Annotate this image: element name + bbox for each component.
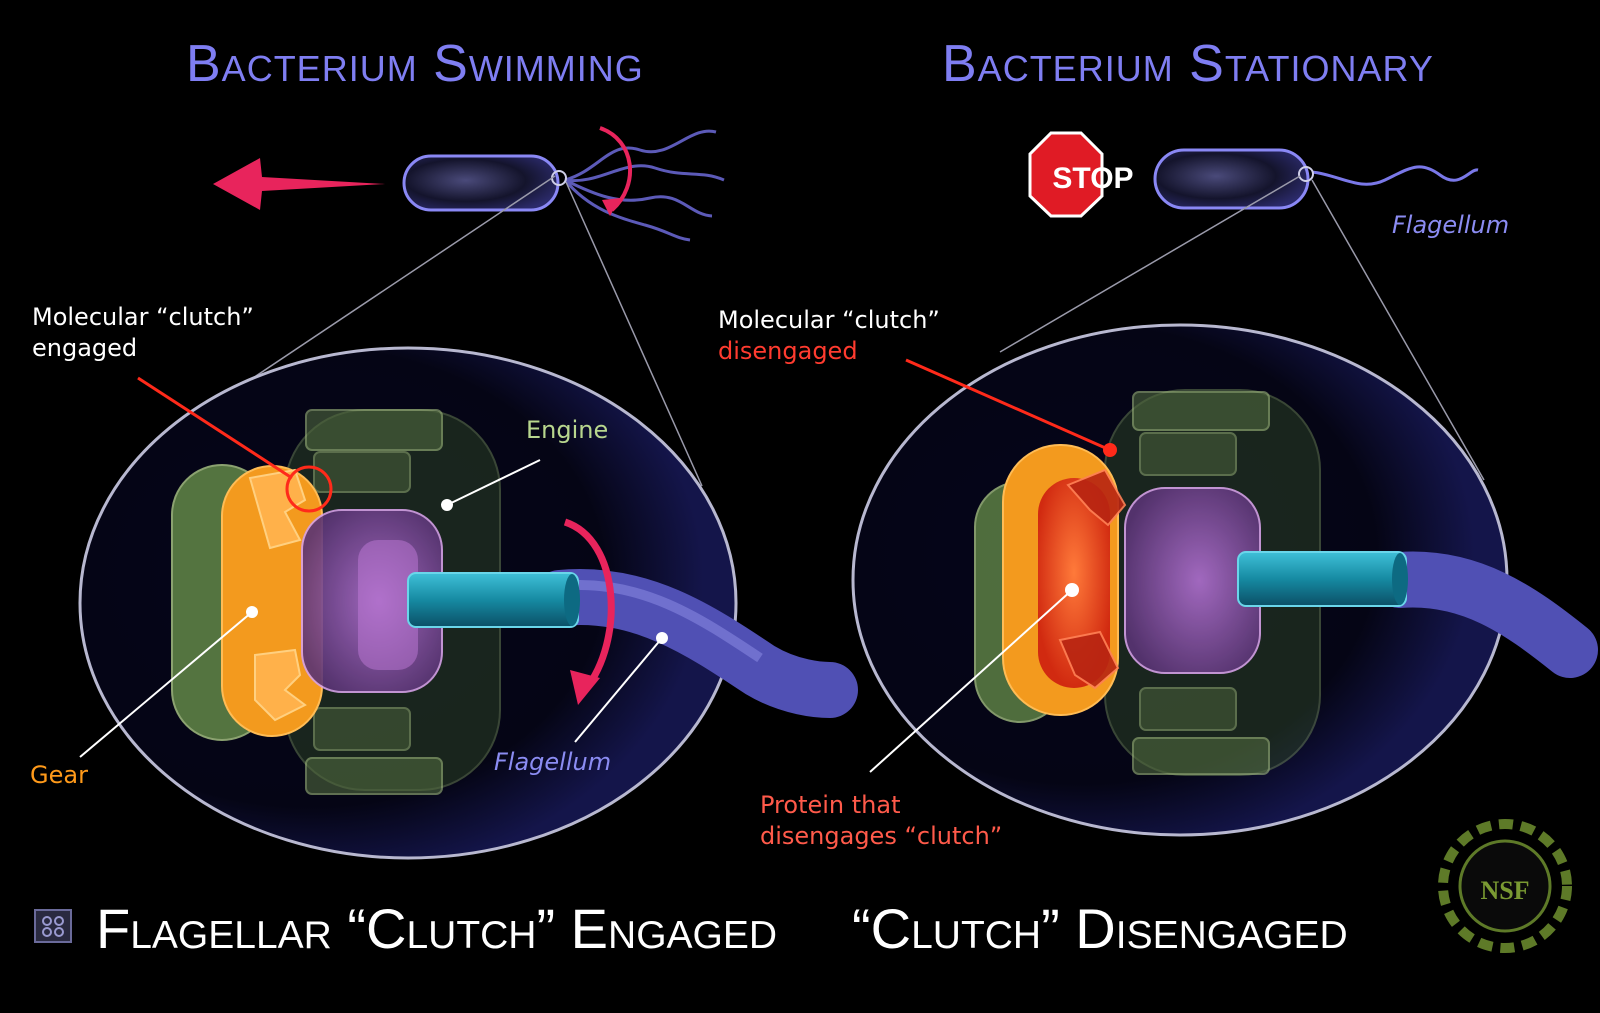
leader-lines-right: [869, 583, 1079, 773]
nsf-small-icon: [34, 909, 72, 943]
clutch-disengaged-marker: [1103, 443, 1117, 457]
flagellum-label-left: Flagellum: [494, 748, 612, 776]
nsf-logo-text: NSF: [1480, 876, 1530, 905]
flagellum-tube-right: [1372, 551, 1598, 678]
rotation-arrow-large: [563, 518, 615, 693]
bacterium-stationary: [1153, 148, 1310, 210]
clutch-disengaged-label-line2: disengaged: [718, 337, 858, 365]
rotation-arrow-small: [599, 126, 633, 212]
clutch-disengaged-label-line1: Molecular “clutch”: [718, 306, 940, 334]
footer-disengaged: “Clutch” Disengaged: [852, 897, 1348, 960]
flagellum-tube-left: [532, 569, 858, 718]
clutch-engaged-label: Molecular “clutch” engaged: [32, 302, 254, 364]
protein-label: Protein that disengages “clutch”: [760, 790, 1002, 852]
gear-right: [1002, 444, 1127, 716]
stationary-flagellum: [1311, 165, 1479, 186]
gear-label: Gear: [30, 761, 88, 789]
protein-label-line2: disengages “clutch”: [760, 822, 1003, 850]
swimming-flagella: [563, 129, 725, 242]
title-swimming: Bacterium Swimming: [186, 35, 644, 93]
bacterium-swimming: [402, 154, 560, 212]
clutch-disengaged-label: Molecular “clutch” disengaged: [718, 305, 940, 367]
flagellum-label-right: Flagellum: [1392, 211, 1510, 239]
clutch-engaged-marker: [285, 465, 333, 513]
clutch-engaged-label-line1: Molecular “clutch”: [32, 303, 254, 331]
title-stationary: Bacterium Stationary: [942, 35, 1434, 93]
engine-label: Engine: [526, 416, 609, 444]
protein-label-line1: Protein that: [760, 791, 901, 819]
stop-sign-label: STOP: [1052, 162, 1134, 195]
footer-engaged: Flagellar “Clutch” Engaged: [96, 897, 778, 960]
swim-direction-arrow: [213, 158, 385, 210]
stop-sign: [1028, 131, 1104, 218]
nsf-logo: [1438, 819, 1572, 953]
rod-right: [1237, 551, 1407, 607]
leader-lines-left: [79, 459, 668, 758]
rod-left: [407, 572, 579, 628]
clutch-engaged-label-line2: engaged: [32, 334, 138, 362]
